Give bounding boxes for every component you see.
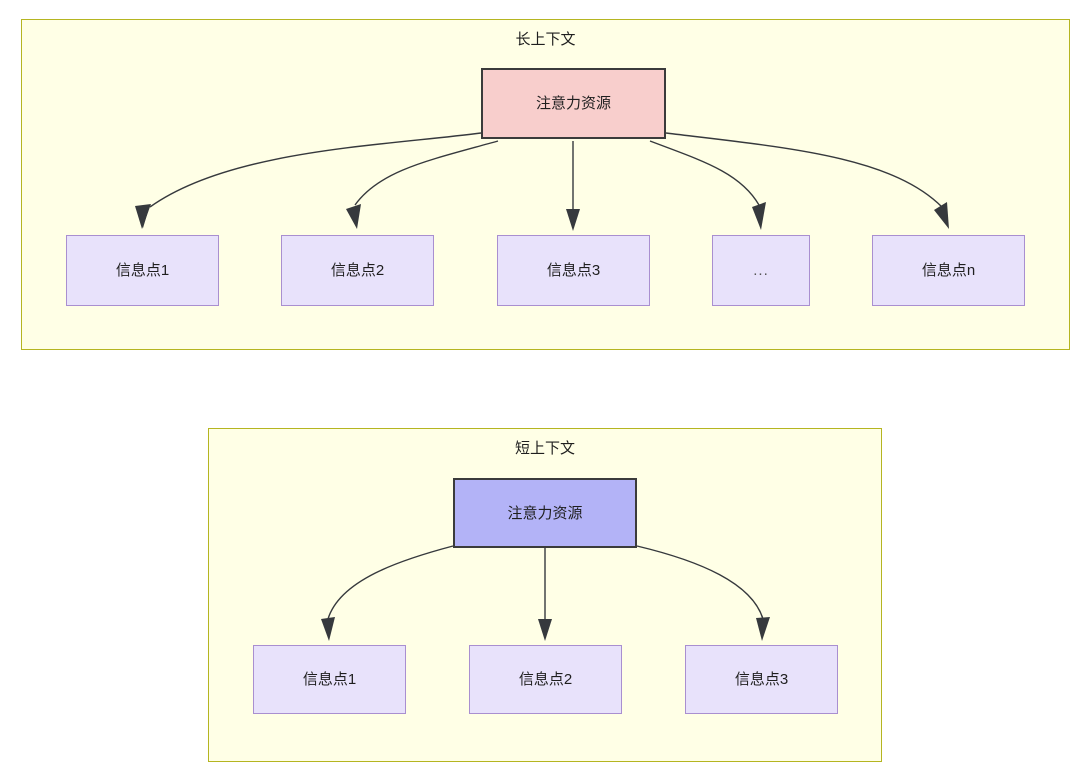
node-short-context-attention-resource[interactable]: 注意力资源 [453,478,637,548]
node-short-context-info-1[interactable]: 信息点1 [253,645,406,714]
node-short-context-info-3[interactable]: 信息点3 [685,645,838,714]
node-short-context-info-2[interactable]: 信息点2 [469,645,622,714]
node-long-context-info-3[interactable]: 信息点3 [497,235,650,306]
node-long-context-info-2[interactable]: 信息点2 [281,235,434,306]
group-short-context-title: 短上下文 [514,440,575,457]
node-long-context-info-n[interactable]: 信息点n [872,235,1025,306]
node-long-context-info-1[interactable]: 信息点1 [66,235,219,306]
group-long-context-title: 长上下文 [515,31,576,48]
node-long-context-attention-resource[interactable]: 注意力资源 [481,68,666,139]
node-long-context-info-ellipsis[interactable]: ... [712,235,810,306]
